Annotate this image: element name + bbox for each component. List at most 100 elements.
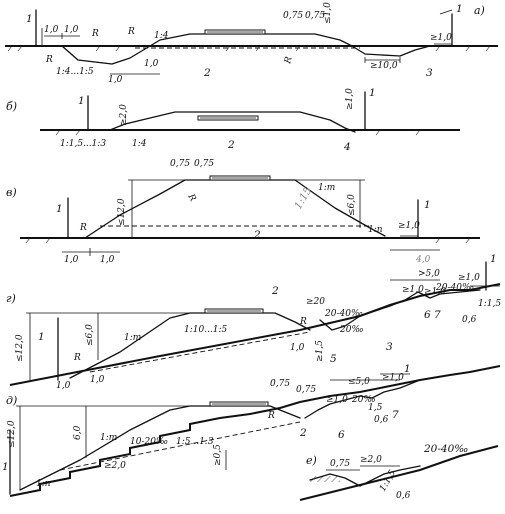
section-g: г) 1 ≤12,0 ≤6,0 1:m R 1,0 1,0 1:10...1:5… (6, 253, 501, 391)
label-g-dim-20: ≥20 (306, 297, 325, 307)
label-v-dim-3: ≥1,0 (398, 221, 420, 231)
panel-label-d: д) (6, 394, 17, 407)
label-a-dim-6: 0,75 (305, 11, 325, 21)
ground-line-g (9, 283, 501, 386)
ground-hatch-v (25, 237, 471, 244)
label-a-dim-4: 1,0 (144, 59, 159, 69)
label-a-r3: R (45, 55, 53, 65)
label-e-slope-1: 20-40‰ (423, 443, 468, 455)
label-d-r1: R (267, 411, 275, 421)
label-a-pole-1: 1 (26, 13, 33, 25)
section-b: б) 1 ≥2,0 1:1,5...1:3 1:4 ≥1,0 1 2 4 (6, 87, 460, 153)
label-v-callout-2: 2 (253, 229, 261, 241)
label-g-dim-1: 1,0 (56, 381, 71, 391)
label-a-pole-2: 1 (456, 3, 463, 15)
label-g-r2: R (299, 317, 307, 327)
section-a: а) 1 1,0 1,0 (5, 2, 498, 85)
label-b-callout-2: 2 (227, 139, 235, 151)
label-a-r4: R (283, 55, 295, 65)
label-e-dim-1: 0,75 (330, 459, 350, 469)
label-v-height: ≤12,0 (117, 198, 127, 226)
label-b-dim-1: ≥2,0 (119, 104, 129, 126)
section-d: д) ≤12,0 6,0 1:m 10-20‰ 1:5...1:3 ≥2,0 ≥… (2, 363, 501, 497)
label-g-slope-2: 20-40‰ (324, 309, 363, 319)
label-a-slope-1: 1:4...1:5 (56, 67, 94, 77)
label-d-callout-7: 7 (392, 409, 399, 421)
upper-ditch-g (319, 289, 481, 331)
label-v-slope-n: 1:n (368, 225, 383, 235)
label-g-dim-5: >5,0 (418, 269, 440, 279)
label-d-dim-7: ≥1,0 (382, 373, 404, 383)
label-v-pole-1: 1 (56, 203, 63, 215)
label-d-dim-8: 1,5 (368, 403, 383, 413)
label-d-height-12: ≤12,0 (7, 420, 17, 448)
label-g-slope-4: 20-40‰ (435, 283, 474, 293)
panel-label-b: б) (6, 100, 17, 113)
label-a-dim-8: ≥10,0 (370, 61, 398, 71)
label-b-callout-4: 4 (343, 141, 351, 153)
label-a-callout-3: 3 (426, 67, 433, 79)
label-d-pole-1: 1 (2, 461, 9, 473)
ground-line-d (9, 365, 501, 497)
label-v-slope-m: 1:m (318, 183, 335, 193)
label-e-dim-2: ≥2,0 (360, 455, 382, 465)
ground-hatch-b (55, 129, 421, 136)
label-g-dim-8: ≥1,0 (424, 287, 446, 297)
section-v: в) 0,75 0,75 R ≤12,0 1 R 1:m ≤6,0 1:15 1… (6, 159, 480, 265)
label-g-callout-6: 6 (424, 309, 431, 321)
label-v-r2: R (79, 223, 87, 233)
label-g-dim-3: 1,0 (290, 343, 305, 353)
label-v-dim-7: 4,0 (415, 255, 431, 265)
label-d-slope-1: 10-20‰ (130, 437, 168, 447)
base-layer-g (89, 331, 311, 373)
label-g-dim-9: 0,6 (462, 315, 477, 325)
panel-label-v: в) (6, 186, 17, 199)
profile-e (309, 465, 421, 487)
label-g-pole-2: 1 (490, 253, 497, 265)
base-layer-d (59, 421, 301, 471)
label-g-callout-5: 5 (330, 353, 337, 365)
label-g-slope-m: 1:m (124, 333, 141, 343)
label-d-slope-m: 1:m (100, 433, 117, 443)
label-d-callout-2: 2 (299, 427, 307, 439)
label-g-height-12: ≤12,0 (15, 334, 25, 362)
label-a-callout-2: 2 (203, 67, 211, 79)
label-d-dim-5: ≤5,0 (348, 377, 370, 387)
label-v-pole-2: 1 (424, 199, 431, 211)
panel-label-g: г) (6, 292, 16, 305)
label-d-slope-n: 1:n (36, 479, 51, 489)
label-d-dim-3: 0,75 (270, 379, 290, 389)
label-a-slope-2: 1:4 (154, 31, 169, 41)
label-d-callout-6: 6 (338, 429, 345, 441)
label-g-r1: R (73, 353, 81, 363)
profile-v (84, 179, 386, 239)
label-b-slope-1: 1:1,5...1:3 (60, 139, 106, 149)
label-a-dim-7: ≤1,0 (323, 2, 333, 24)
label-d-slope-2: 1:5...1:3 (176, 437, 214, 447)
label-g-slope-3: 20‰ (339, 325, 364, 335)
label-g-callout-7: 7 (434, 309, 441, 321)
panel-label-e: е) (306, 454, 317, 467)
label-b-pole-1: 1 (78, 95, 85, 107)
profile-b (109, 111, 356, 133)
label-v-dim-5: 1,0 (100, 255, 115, 265)
label-g-dim-7: ≥1,0 (458, 273, 480, 283)
ground-line-e (299, 445, 499, 501)
label-g-height-6: ≤6,0 (85, 324, 95, 346)
label-g-slope-1: 1:10...1:5 (184, 325, 228, 335)
label-a-dim-1: 1,0 (44, 25, 59, 35)
label-d-height-6: 6,0 (73, 425, 83, 440)
label-v-slope-15: 1:15 (292, 185, 314, 212)
label-v-dim-1: 0,75 (170, 159, 190, 169)
panel-label-a: а) (474, 4, 485, 17)
label-g-dim-6: ≥1,0 (402, 285, 424, 295)
section-e: е) 0,75 ≥2,0 20-40‰ 1:1,5 0,6 (299, 443, 499, 501)
profile-g (69, 312, 311, 379)
upper-ditch-d (304, 379, 421, 419)
label-e-slope-2: 1:1,5 (378, 468, 398, 493)
label-g-pole-1: 1 (38, 331, 45, 343)
label-g-slope-5: 1:1,5 (478, 299, 501, 309)
label-d-pole-2: 1 (404, 363, 411, 375)
label-d-dim-4: 0,75 (296, 385, 316, 395)
